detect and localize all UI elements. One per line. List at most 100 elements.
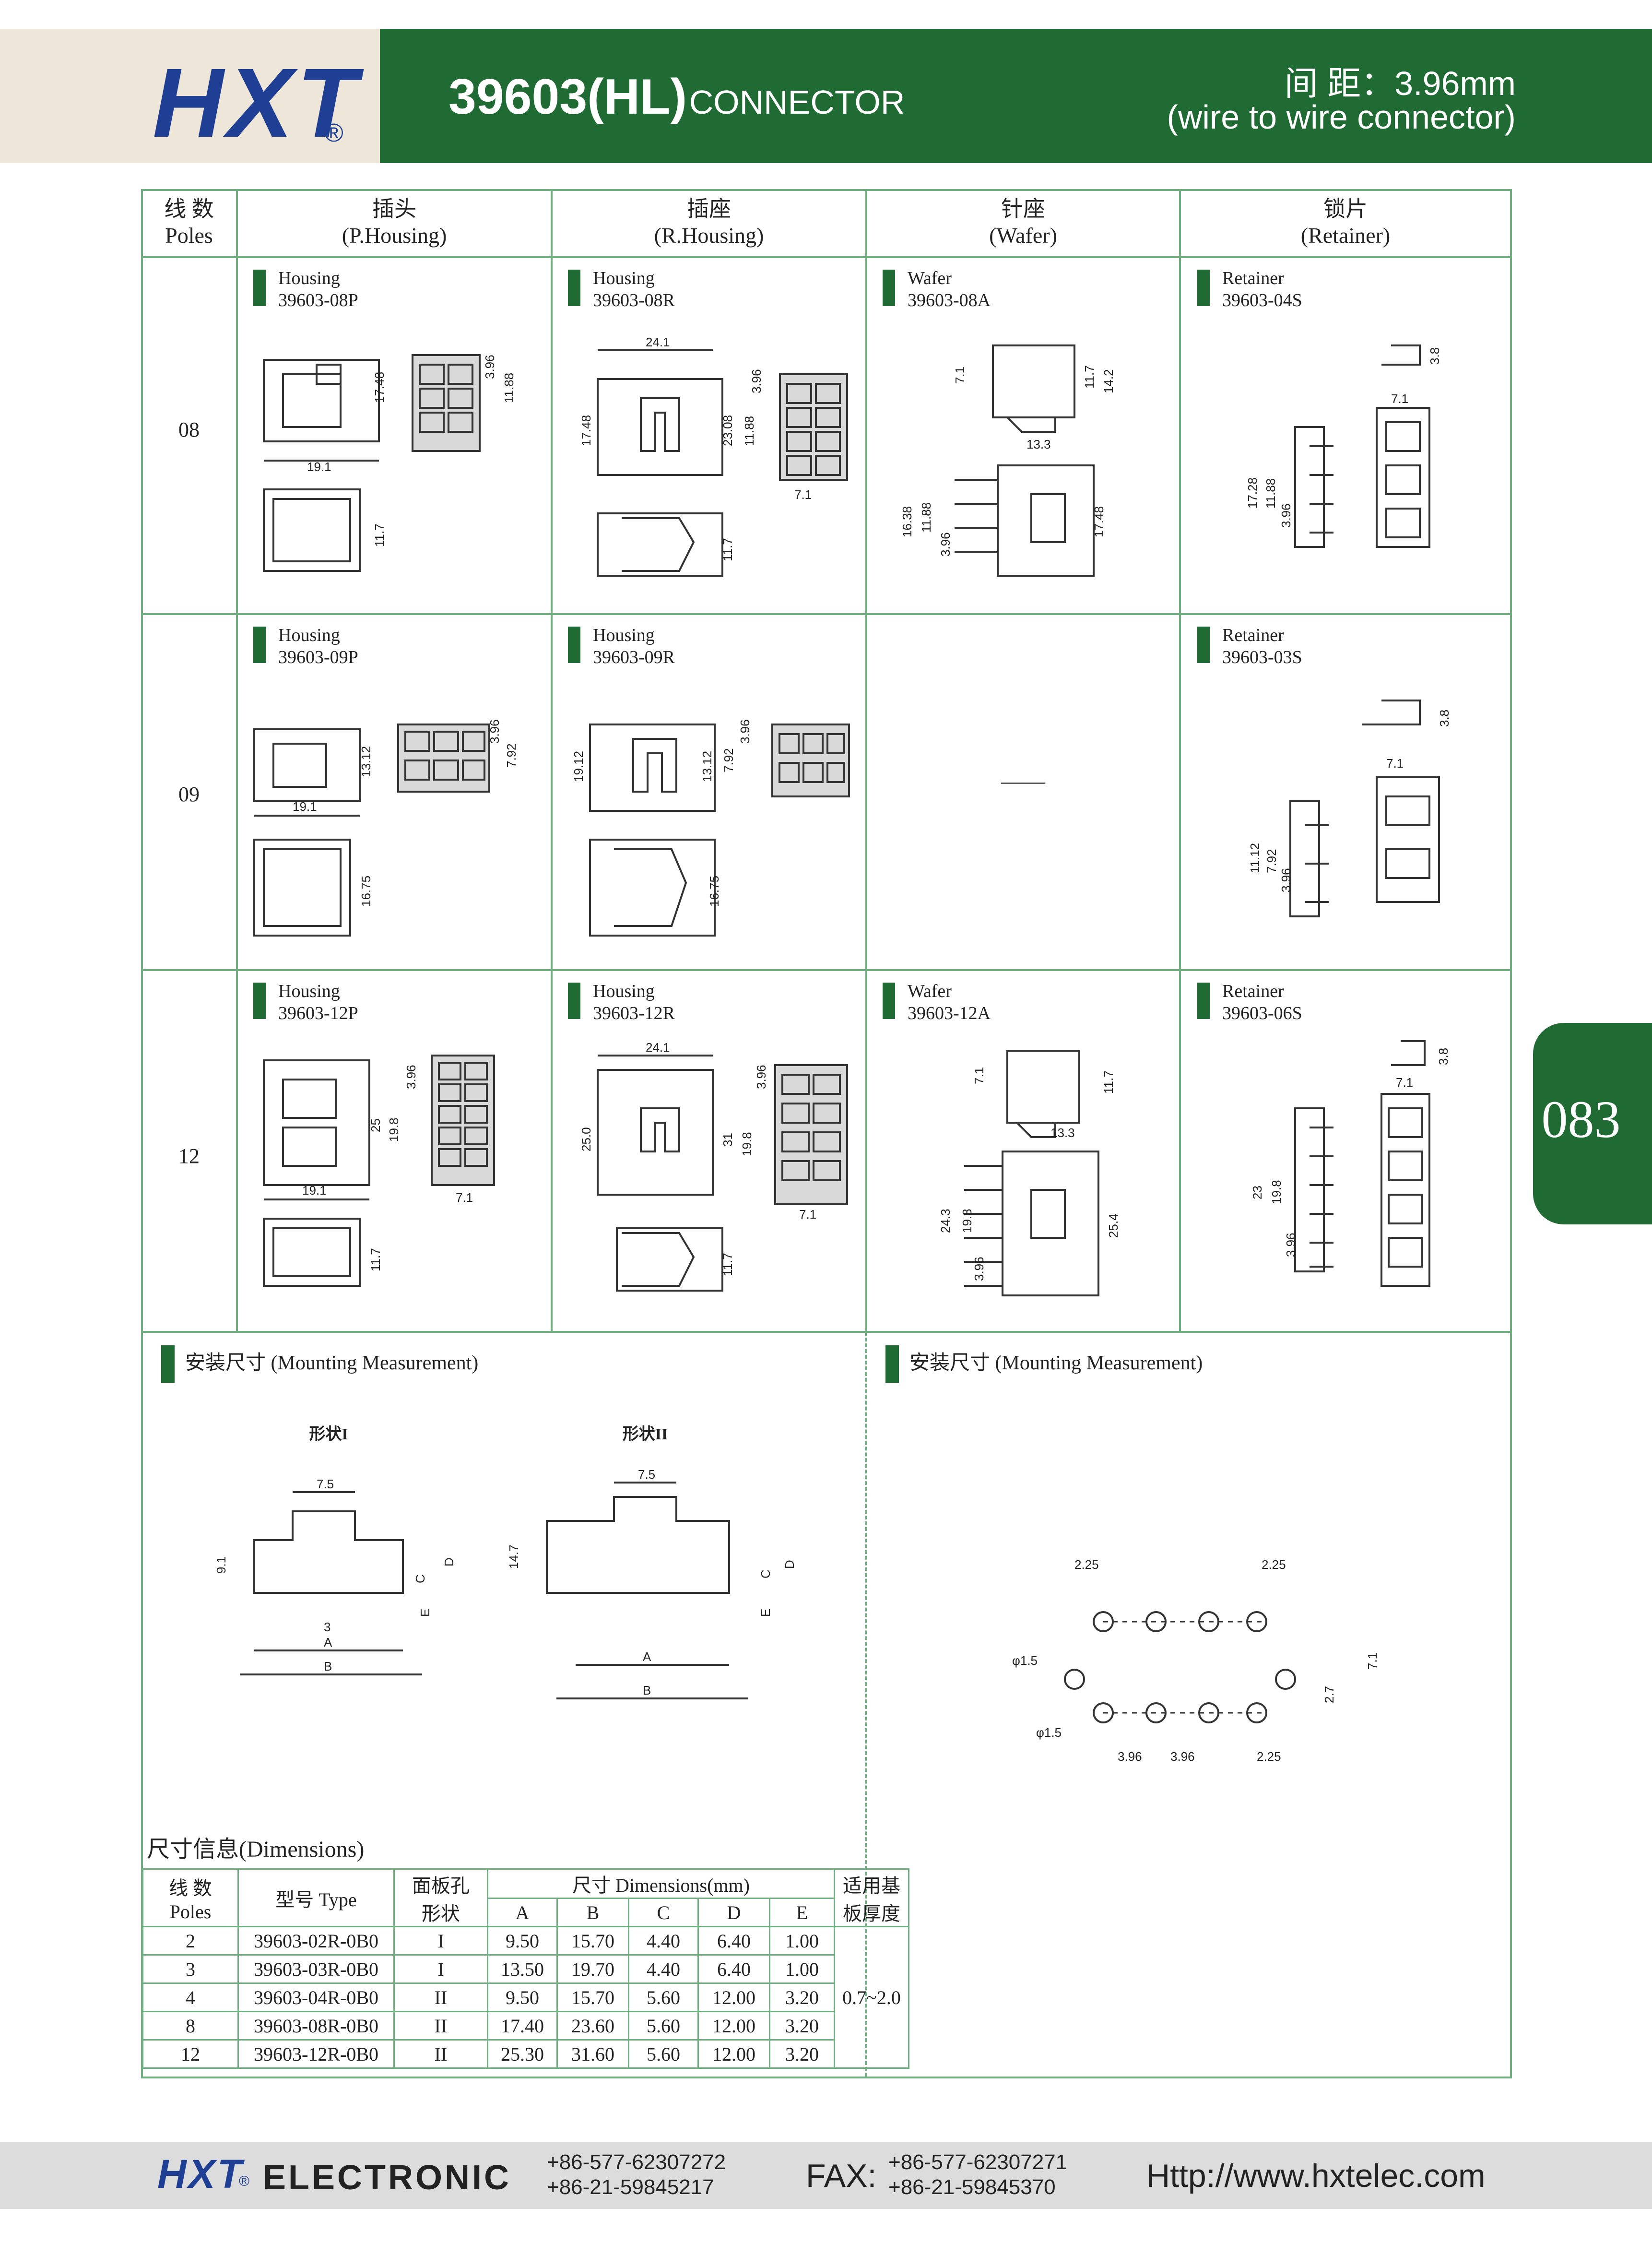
- svg-text:25.4: 25.4: [1106, 1213, 1121, 1238]
- svg-text:E: E: [758, 1609, 773, 1617]
- svg-text:C: C: [413, 1574, 427, 1583]
- header-p-housing: 插头(P.Housing): [342, 197, 447, 248]
- svg-text:3.96: 3.96: [938, 532, 953, 557]
- svg-text:φ1.5: φ1.5: [1036, 1725, 1062, 1740]
- svg-text:16.75: 16.75: [359, 876, 373, 907]
- drawing-39603-04s: 3.8 7.1 17.28 11.88 3.96: [1218, 336, 1497, 585]
- svg-text:2.7: 2.7: [1322, 1686, 1336, 1703]
- header-wafer: 针座(Wafer): [989, 197, 1057, 248]
- svg-text:2.25: 2.25: [1074, 1557, 1099, 1572]
- th-c: C: [628, 1898, 699, 1927]
- svg-text:3.8: 3.8: [1436, 1048, 1451, 1065]
- drawing-39603-08a: 7.1 11.7 14.2 13.3 16.38 11.88 3.96 17.4…: [892, 336, 1170, 585]
- svg-text:9.1: 9.1: [214, 1556, 228, 1574]
- svg-text:17.28: 17.28: [1245, 477, 1260, 509]
- svg-text:7.1: 7.1: [1386, 756, 1404, 771]
- drawing-39603-08r: 24.1 17.48 23.08 11.88 3.96 7.1 11.7: [569, 336, 857, 585]
- svg-text:14.7: 14.7: [507, 1544, 521, 1569]
- footer-website-link[interactable]: Http://www.hxtelec.com: [1146, 2158, 1486, 2194]
- svg-text:11.12: 11.12: [1248, 843, 1262, 873]
- svg-text:13.3: 13.3: [1050, 1126, 1075, 1140]
- svg-text:A: A: [324, 1635, 332, 1650]
- svg-text:23.08: 23.08: [720, 415, 735, 446]
- footer-fax-1: +86-577-62307271: [888, 2150, 1068, 2174]
- svg-text:3.96: 3.96: [487, 719, 502, 744]
- svg-text:7.1: 7.1: [456, 1190, 473, 1205]
- svg-text:19.1: 19.1: [307, 460, 331, 474]
- svg-text:7.5: 7.5: [638, 1467, 655, 1482]
- svg-text:E: E: [418, 1609, 432, 1617]
- poles-08: 08: [178, 418, 200, 441]
- svg-text:3.96: 3.96: [483, 355, 497, 379]
- footer-brand: ELECTRONIC: [263, 2159, 511, 2197]
- svg-text:24.1: 24.1: [646, 1041, 670, 1055]
- svg-text:11.88: 11.88: [919, 502, 933, 533]
- svg-text:3.96: 3.96: [972, 1257, 986, 1281]
- drawing-39603-12r: 24.1 25.0 31 19.8 3.96 7.1 11.7: [569, 1041, 857, 1300]
- svg-text:11.7: 11.7: [1082, 365, 1097, 389]
- svg-text:24.3: 24.3: [938, 1209, 953, 1233]
- footer-tel-2: +86-21-59845217: [547, 2175, 714, 2199]
- svg-text:16.38: 16.38: [900, 506, 914, 537]
- svg-text:11.7: 11.7: [372, 523, 387, 547]
- footer-tel-1: +86-577-62307272: [547, 2150, 726, 2174]
- svg-text:19.8: 19.8: [960, 1209, 974, 1233]
- header-banner: [380, 29, 1652, 163]
- svg-text:3.96: 3.96: [754, 1065, 768, 1089]
- mounting-shape-2: 7.5 14.7 C D E A B: [499, 1463, 815, 1713]
- drawing-39603-03s: 3.8 7.1 11.12 7.92 3.96: [1218, 691, 1497, 931]
- svg-text:19.8: 19.8: [387, 1117, 401, 1142]
- footer-bar: [0, 2142, 1652, 2209]
- title-part-number: 39603(HL): [448, 69, 687, 125]
- footer-fax-label: FAX:: [806, 2158, 877, 2194]
- svg-text:24.1: 24.1: [646, 336, 670, 349]
- svg-text:7.5: 7.5: [317, 1477, 334, 1491]
- svg-text:C: C: [758, 1569, 773, 1578]
- svg-text:3.96: 3.96: [1170, 1749, 1195, 1764]
- svg-text:13.12: 13.12: [359, 746, 373, 777]
- svg-text:7.92: 7.92: [1264, 849, 1279, 873]
- svg-text:3.96: 3.96: [749, 369, 764, 393]
- mounting-hole-pattern: 2.25 2.25 φ1.5 φ1.5 7.1 2.7 3.96 3.96 2.…: [998, 1555, 1420, 1766]
- footer-logo: HXT: [157, 2151, 244, 2196]
- mounting-title-left: 安装尺寸 (Mounting Measurement): [161, 1345, 478, 1383]
- hxt-logo: HXT: [153, 48, 361, 158]
- header-retainer: 锁片(Retainer): [1300, 197, 1391, 248]
- shape2-label: 形状II: [622, 1425, 668, 1443]
- svg-text:D: D: [442, 1557, 456, 1567]
- drawing-39603-12a: 7.1 11.7 13.3 24.3 19.8 3.96 25.4: [892, 1041, 1170, 1300]
- svg-text:25.0: 25.0: [579, 1127, 593, 1151]
- registered-mark: ®: [324, 119, 343, 147]
- th-dimensions: 尺寸 Dimensions(mm): [487, 1868, 835, 1899]
- svg-text:11.88: 11.88: [742, 416, 756, 446]
- svg-text:19.12: 19.12: [571, 751, 586, 782]
- mounting-title-right: 安装尺寸 (Mounting Measurement): [885, 1345, 1203, 1383]
- svg-text:φ1.5: φ1.5: [1012, 1653, 1038, 1668]
- title-connector: CONNECTOR: [689, 83, 905, 121]
- th-thickness: 适用基板厚度: [834, 1868, 909, 1927]
- page-title: 39603(HL) CONNECTOR: [448, 72, 905, 122]
- svg-text:3.8: 3.8: [1428, 347, 1442, 365]
- poles-12: 12: [178, 1144, 200, 1168]
- th-type: 型号 Type: [237, 1868, 395, 1927]
- mounting-shape-1: 7.5 9.1 C D E 3 A B: [206, 1473, 475, 1694]
- svg-text:B: B: [324, 1659, 332, 1673]
- svg-text:19.8: 19.8: [740, 1132, 754, 1156]
- svg-text:2.25: 2.25: [1257, 1749, 1281, 1764]
- svg-text:7.1: 7.1: [794, 487, 812, 502]
- drawing-39603-09r: 19.12 13.12 7.92 3.96 16.75: [561, 715, 859, 945]
- page-tab: [1533, 1023, 1652, 1224]
